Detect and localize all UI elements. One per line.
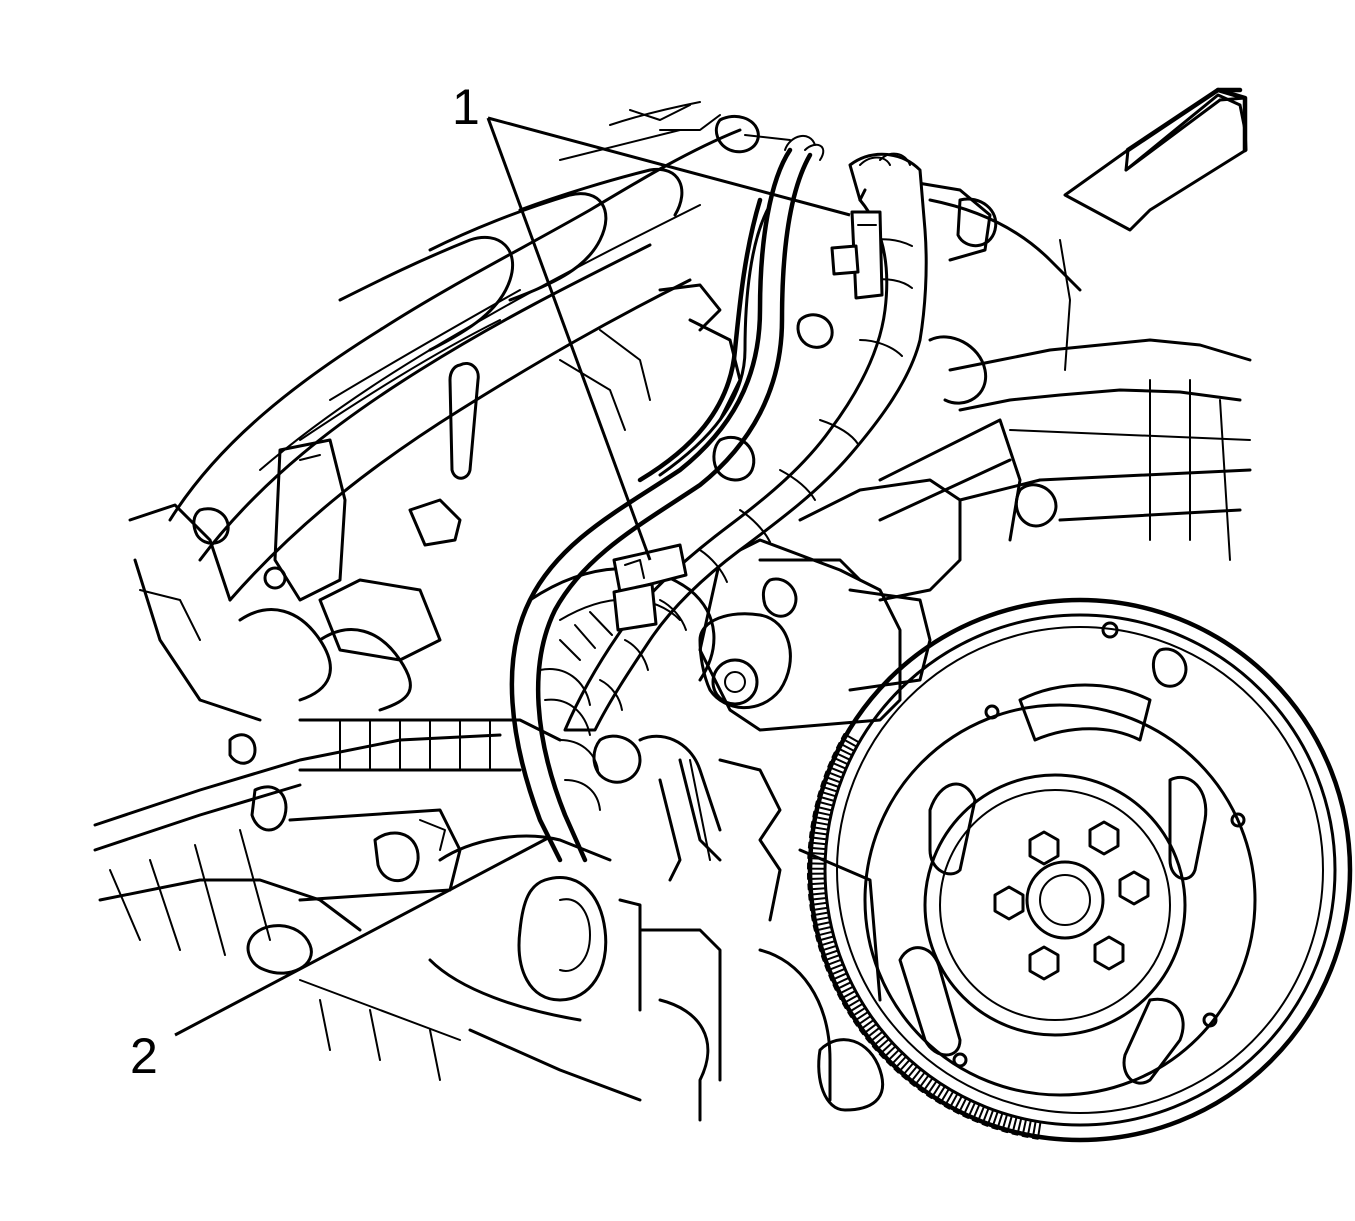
engine-block [93,101,1252,1122]
callout-leaders [174,116,851,1037]
flywheel [807,597,1353,1143]
leader-1b [486,117,652,561]
callout-1: 1 [452,79,480,135]
callout-2: 2 [130,1028,158,1084]
callout-labels: 1 2 [130,79,480,1084]
direction-arrow-icon [1063,87,1248,232]
leader-2 [174,836,549,1037]
leader-1a [487,116,851,217]
wiring-harness-conduit [509,135,928,863]
